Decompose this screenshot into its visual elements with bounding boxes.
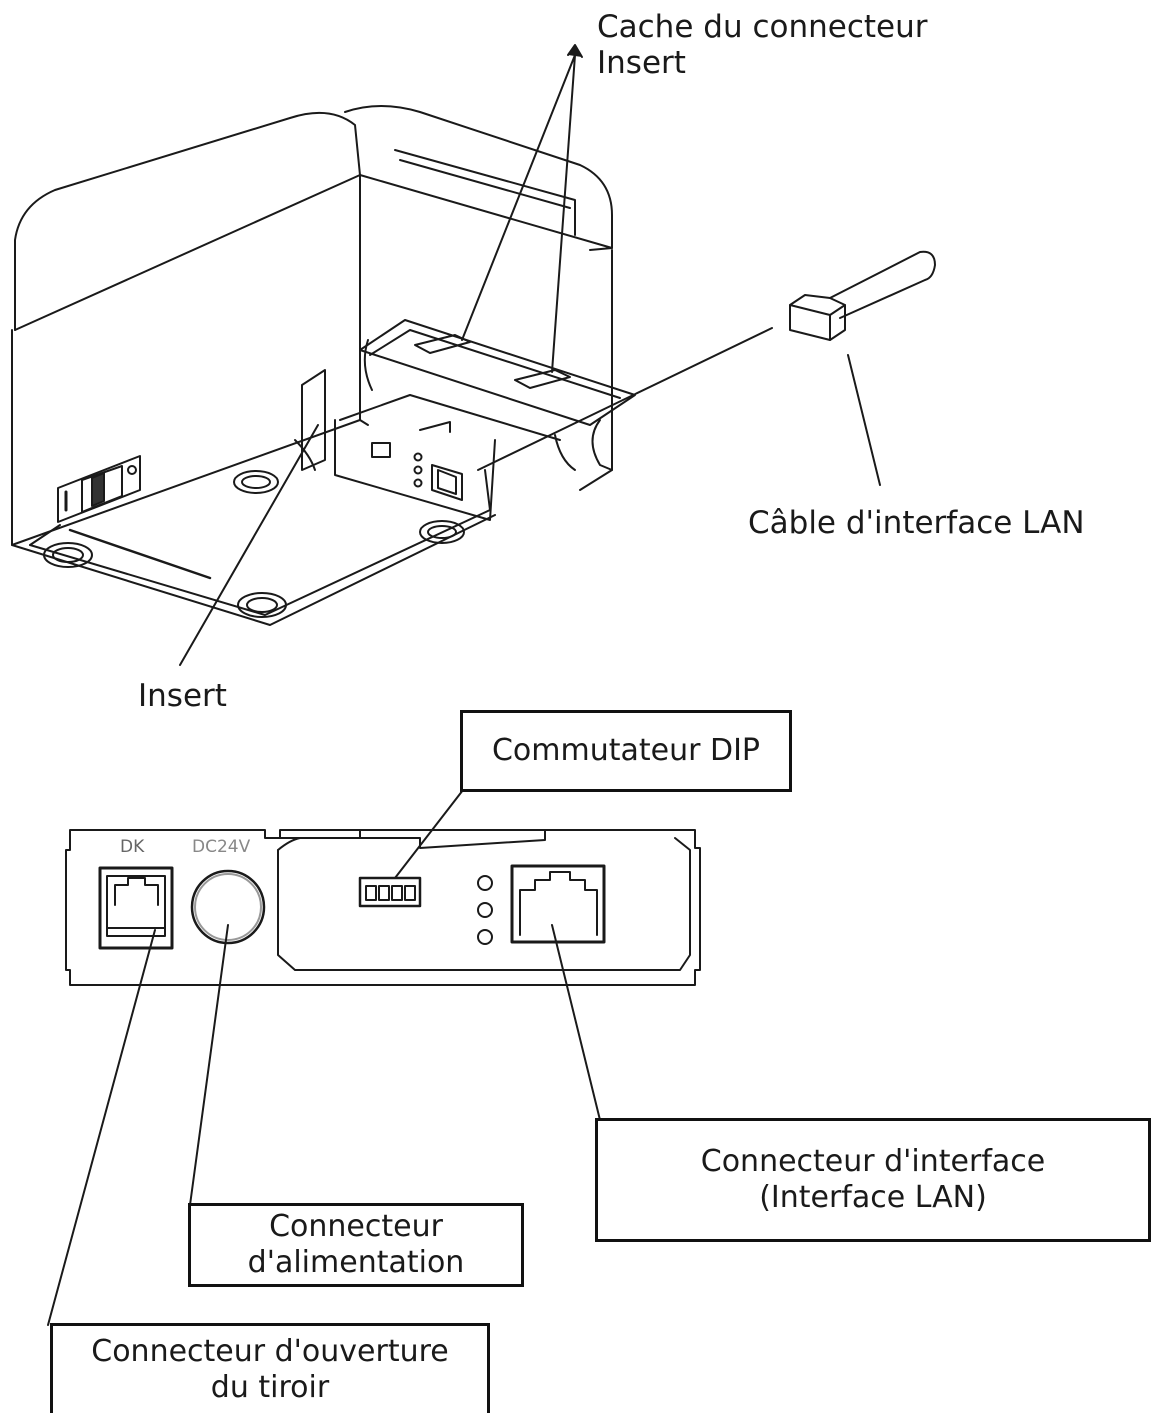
lan-cable-plug (789, 250, 936, 341)
drawer-connector-callout-line2: du tiroir (210, 1369, 330, 1405)
dip-switch-callout-text: Commutateur DIP (491, 733, 761, 768)
drawer-connector-callout-line1: Connecteur d'ouverture (91, 1333, 449, 1369)
insert-label: Insert (138, 678, 227, 714)
interface-connector-callout: Connecteur d'interface (Interface LAN) (595, 1118, 1151, 1242)
interface-connector-callout-line2: (Interface LAN) (759, 1180, 987, 1215)
connector-cover-label-line1: Cache du connecteur (597, 9, 928, 45)
power-connector-callout-line2: d'alimentation (247, 1245, 465, 1280)
rear-panel (65, 829, 701, 986)
power-connector-callout-line1: Connecteur (269, 1209, 443, 1244)
leader-lines-bottom (47, 789, 601, 1326)
dip-switch-callout: Commutateur DIP (460, 710, 792, 792)
interface-connector-callout-line1: Connecteur d'interface (700, 1144, 1046, 1179)
drawer-connector-callout: Connecteur d'ouverture du tiroir (50, 1323, 490, 1413)
panel-dk-marking: DK (120, 837, 145, 857)
printer-body (11, 105, 636, 626)
panel-dc24v-marking: DC24V (192, 837, 251, 857)
lan-cable-label: Câble d'interface LAN (748, 505, 1085, 541)
leader-lines-top (179, 44, 881, 666)
power-connector-callout: Connecteur d'alimentation (188, 1203, 524, 1287)
connector-cover-label: Cache du connecteur Insert (597, 9, 927, 81)
connector-cover-label-line2: Insert (597, 45, 686, 81)
